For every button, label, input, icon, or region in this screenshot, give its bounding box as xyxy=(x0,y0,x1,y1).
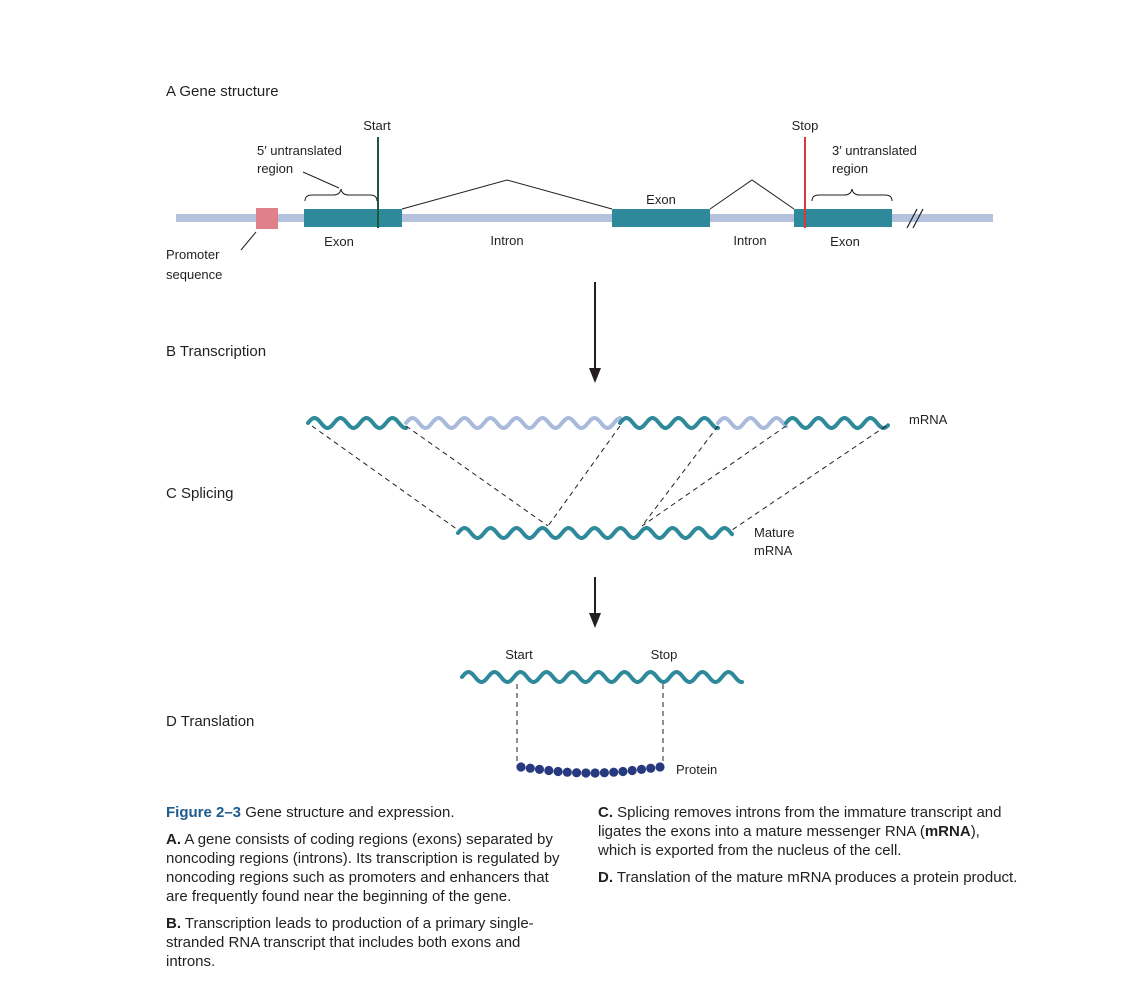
caption-c-text-1: Splicing removes introns from the immatu… xyxy=(598,804,1002,840)
caption-d: D. Translation of the mature mRNA produc… xyxy=(598,868,1018,887)
dna-break-mark-1 xyxy=(906,208,918,229)
utr3-label-line1: 3′ untranslated xyxy=(832,143,917,158)
promoter-label-line1: Promoter xyxy=(166,247,220,262)
caption-c-text-2: ), which is exported from the nucleus of… xyxy=(598,823,980,859)
amino-acid-bead xyxy=(646,763,656,773)
intron-1-connector xyxy=(401,179,613,210)
caption-a: A. A gene consists of coding regions (ex… xyxy=(166,830,571,906)
dna-break-mark-2 xyxy=(912,208,924,229)
arrow-translation xyxy=(589,577,601,628)
amino-acid-bead xyxy=(581,768,591,778)
amino-acid-bead xyxy=(516,762,526,772)
mature-mrna-label-line2: mRNA xyxy=(754,543,793,558)
caption-d-label: D. xyxy=(598,869,613,886)
translation-mrna-strand xyxy=(460,670,744,684)
utr5-pointer xyxy=(302,171,340,189)
caption-b: B. Transcription leads to production of … xyxy=(166,914,571,971)
translation-stop-label: Stop xyxy=(651,647,678,662)
transcript-intron-2 xyxy=(716,416,788,430)
utr5-label-line1: 5′ untranslated xyxy=(257,143,342,158)
caption-b-label: B. xyxy=(166,915,181,932)
caption-a-label: A. xyxy=(166,831,181,848)
caption-d-text: Translation of the mature mRNA produces … xyxy=(616,869,1018,886)
gene-start-label: Start xyxy=(363,118,391,133)
amino-acid-bead xyxy=(553,766,563,777)
caption-c-label: C. xyxy=(598,804,613,821)
panel-c-label: C Splicing xyxy=(166,485,234,502)
exon-1 xyxy=(304,209,402,227)
amino-acid-bead xyxy=(562,767,572,777)
protein-chain xyxy=(516,762,665,778)
exon-2-label: Exon xyxy=(646,192,676,207)
amino-acid-bead xyxy=(627,765,637,776)
splice-guides xyxy=(311,425,887,531)
caption-left: Figure 2–3 Gene structure and expression… xyxy=(166,803,571,979)
mrna-label: mRNA xyxy=(909,412,948,427)
amino-acid-bead xyxy=(636,764,647,775)
promoter-pointer xyxy=(240,231,257,251)
amino-acid-bead xyxy=(572,768,582,778)
caption-right: C. Splicing removes introns from the imm… xyxy=(598,803,1018,895)
intron-2-connector xyxy=(709,179,795,210)
protein-label: Protein xyxy=(676,762,717,777)
panel-b-label: B Transcription xyxy=(166,343,266,360)
amino-acid-bead xyxy=(525,763,535,773)
primary-transcript xyxy=(306,416,890,430)
panel-a-label: A Gene structure xyxy=(166,83,279,100)
translation-start-label: Start xyxy=(505,647,533,662)
transcript-exon-3 xyxy=(784,416,890,430)
amino-acid-bead xyxy=(655,762,665,772)
transcript-exon-2 xyxy=(618,416,720,430)
amino-acid-bead xyxy=(618,766,628,777)
panel-d-label: D Translation xyxy=(166,713,254,730)
mature-mrna-strand xyxy=(456,526,734,540)
amino-acid-bead xyxy=(590,768,600,778)
exon-2 xyxy=(612,209,710,227)
amino-acid-bead xyxy=(544,765,554,776)
arrow-transcription xyxy=(589,282,601,383)
transcript-intron-1 xyxy=(404,416,622,430)
gene-expression-diagram: A Gene structure B Transcription C Splic… xyxy=(166,83,993,778)
figure-title: Gene structure and expression. xyxy=(245,804,455,821)
exon-1-label: Exon xyxy=(324,234,354,249)
caption-a-text: A gene consists of coding regions (exons… xyxy=(166,831,560,905)
amino-acid-bead xyxy=(599,768,610,778)
intron-2-label: Intron xyxy=(733,233,766,248)
caption-c-abbrev: mRNA xyxy=(924,823,971,840)
caption-b-text: Transcription leads to production of a p… xyxy=(166,915,534,970)
promoter-box xyxy=(256,208,278,229)
amino-acid-bead xyxy=(534,764,545,775)
utr5-brace xyxy=(304,188,378,202)
utr5-label-line2: region xyxy=(257,161,293,176)
transcript-exon-1 xyxy=(306,416,408,430)
exon-3-label: Exon xyxy=(830,234,860,249)
promoter-label-line2: sequence xyxy=(166,267,222,282)
dna-backbone xyxy=(176,214,993,222)
amino-acid-bead xyxy=(609,767,619,777)
exon-3 xyxy=(794,209,892,227)
gene-stop-label: Stop xyxy=(792,118,819,133)
figure-label: Figure 2–3 xyxy=(166,804,242,821)
utr3-brace xyxy=(811,188,893,202)
figure-heading: Figure 2–3 Gene structure and expression… xyxy=(166,803,571,822)
utr3-label-line2: region xyxy=(832,161,868,176)
gene-structure: Start Stop 5′ untranslated region 3′ unt… xyxy=(166,118,993,282)
caption-c: C. Splicing removes introns from the imm… xyxy=(598,803,1018,860)
mature-mrna-label-line1: Mature xyxy=(754,525,794,540)
intron-1-label: Intron xyxy=(490,233,523,248)
